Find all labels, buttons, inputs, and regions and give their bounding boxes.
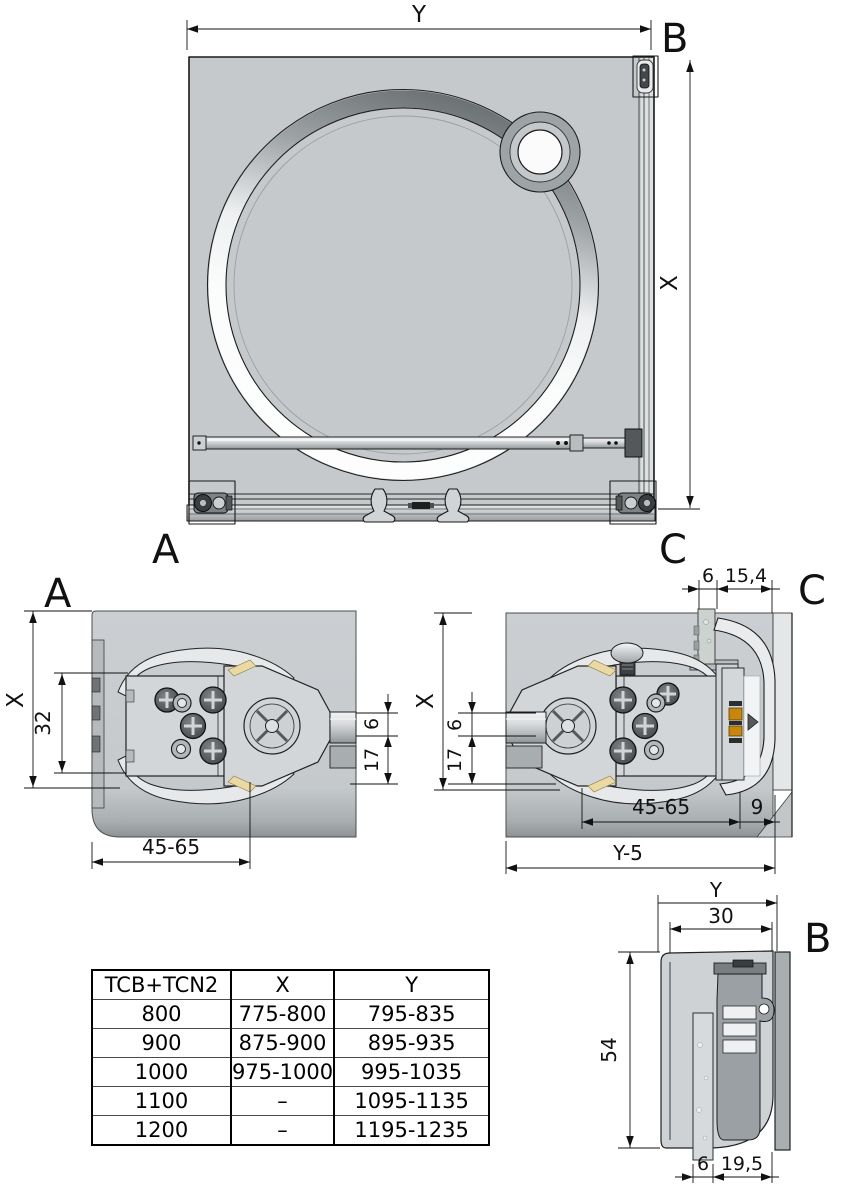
support-bar xyxy=(192,428,643,458)
drain-circle xyxy=(499,111,581,193)
bottom-rail xyxy=(186,493,656,522)
side-profile-strip xyxy=(641,58,653,508)
glass-profile-left xyxy=(91,639,105,809)
door-handles xyxy=(362,488,470,523)
detail-a-dim-32: 32 xyxy=(31,710,55,735)
table-cell: 1100 xyxy=(91,1086,232,1116)
detail-b-dim-30: 30 xyxy=(708,904,733,928)
wall-profile-curve xyxy=(713,617,776,796)
seal-wedge xyxy=(587,775,617,793)
detail-c-dim-17: 17 xyxy=(444,748,466,772)
plan-dim-y-label: Y xyxy=(411,2,427,28)
wall-bracket xyxy=(624,428,643,458)
plan-dim-x xyxy=(658,60,700,510)
detail-c-dim-9: 9 xyxy=(751,795,764,819)
seal-wedge xyxy=(587,659,617,677)
detail-c-dim-6top: 6 xyxy=(702,565,714,587)
adjust-screws xyxy=(154,686,227,765)
detail-b-dim-195: 19,5 xyxy=(721,1153,763,1175)
seal-pointer xyxy=(747,713,759,731)
seal-wedge xyxy=(227,659,257,677)
magnet-strip xyxy=(728,725,743,737)
table-row: 800 775-800 795-835 xyxy=(91,999,491,1029)
detail-a-view: A xyxy=(3,571,398,869)
detail-a-dim-x: X xyxy=(3,692,29,708)
detail-c-view: C xyxy=(413,565,826,874)
shower-tray xyxy=(188,56,655,510)
detail-b-view: B xyxy=(597,878,831,1183)
table-cell: – xyxy=(229,1086,336,1116)
table-cell: 1000 xyxy=(91,1057,232,1087)
table-cell: 1195-1235 xyxy=(333,1115,491,1146)
roller-mechanism-c xyxy=(505,642,739,805)
table-cell: 1095-1135 xyxy=(333,1086,491,1116)
plan-label-a: A xyxy=(152,527,180,573)
detail-b-dim-54: 54 xyxy=(597,1037,621,1062)
table-cell: 975-1000 xyxy=(229,1057,336,1087)
roller-left xyxy=(188,480,236,525)
plan-dim-y xyxy=(186,20,652,50)
glass-panel xyxy=(692,1012,714,1161)
table-row: 1000 975-1000 995-1035 xyxy=(91,1057,491,1087)
table-header-x: X xyxy=(229,969,336,1000)
detail-b-dim-6: 6 xyxy=(697,1153,709,1175)
table-cell: 900 xyxy=(91,1028,232,1058)
adjust-screws xyxy=(609,682,680,765)
magnet-strip xyxy=(728,707,743,721)
table-header-row: TCB+TCN2 X Y xyxy=(91,969,491,1000)
table-row: 900 875-900 895-935 xyxy=(91,1028,491,1058)
wall-strip xyxy=(772,612,793,791)
plan-label-c: C xyxy=(659,527,686,573)
size-table: TCB+TCN2 X Y 800 775-800 795-835 900 875… xyxy=(91,969,491,1146)
detail-b-dims xyxy=(618,895,779,1183)
plan-view: Y X B A C xyxy=(152,2,700,573)
table-cell: 795-835 xyxy=(333,999,491,1029)
detail-c-dim-y5: Y-5 xyxy=(612,841,643,865)
center-latch xyxy=(408,502,434,509)
table-cell: 995-1035 xyxy=(333,1057,491,1087)
roller-right xyxy=(609,480,657,525)
detail-c-dim-154: 15,4 xyxy=(725,565,767,587)
detail-c-label: C xyxy=(798,568,825,614)
table-cell: 800 xyxy=(91,999,232,1029)
plan-dim-x-label: X xyxy=(657,275,683,291)
detail-c-dim-6: 6 xyxy=(444,719,466,731)
detail-a-dim-4565: 45-65 xyxy=(142,835,200,859)
holder-extrusion xyxy=(713,959,775,1141)
table-cell: 875-900 xyxy=(229,1028,336,1058)
tray-ring xyxy=(206,88,600,482)
table-row: 1100 – 1095-1135 xyxy=(91,1086,491,1116)
roller-mechanism-a xyxy=(117,647,357,805)
detail-c-dim-x: X xyxy=(413,693,439,709)
detail-a-label: A xyxy=(44,571,72,617)
table-cell: 895-935 xyxy=(333,1028,491,1058)
plan-label-b: B xyxy=(661,16,687,62)
detail-b-dim-y: Y xyxy=(709,878,723,902)
table-cell: 1200 xyxy=(91,1115,232,1146)
table-header-model: TCB+TCN2 xyxy=(91,969,232,1000)
table-cell: – xyxy=(229,1115,336,1146)
detail-a-dim-6: 6 xyxy=(361,718,383,730)
table-row: 1200 – 1195-1235 xyxy=(91,1115,491,1146)
detail-a-dims xyxy=(24,610,398,869)
detail-a-dim-17: 17 xyxy=(361,748,383,772)
detail-b-label: B xyxy=(804,916,830,962)
wall-plate xyxy=(774,951,791,1151)
seal-wedge xyxy=(227,775,257,793)
table-header-y: Y xyxy=(333,969,491,1000)
table-cell: 775-800 xyxy=(229,999,336,1029)
detail-c-dim-4565: 45-65 xyxy=(632,795,690,819)
corner-hinge xyxy=(632,55,659,98)
